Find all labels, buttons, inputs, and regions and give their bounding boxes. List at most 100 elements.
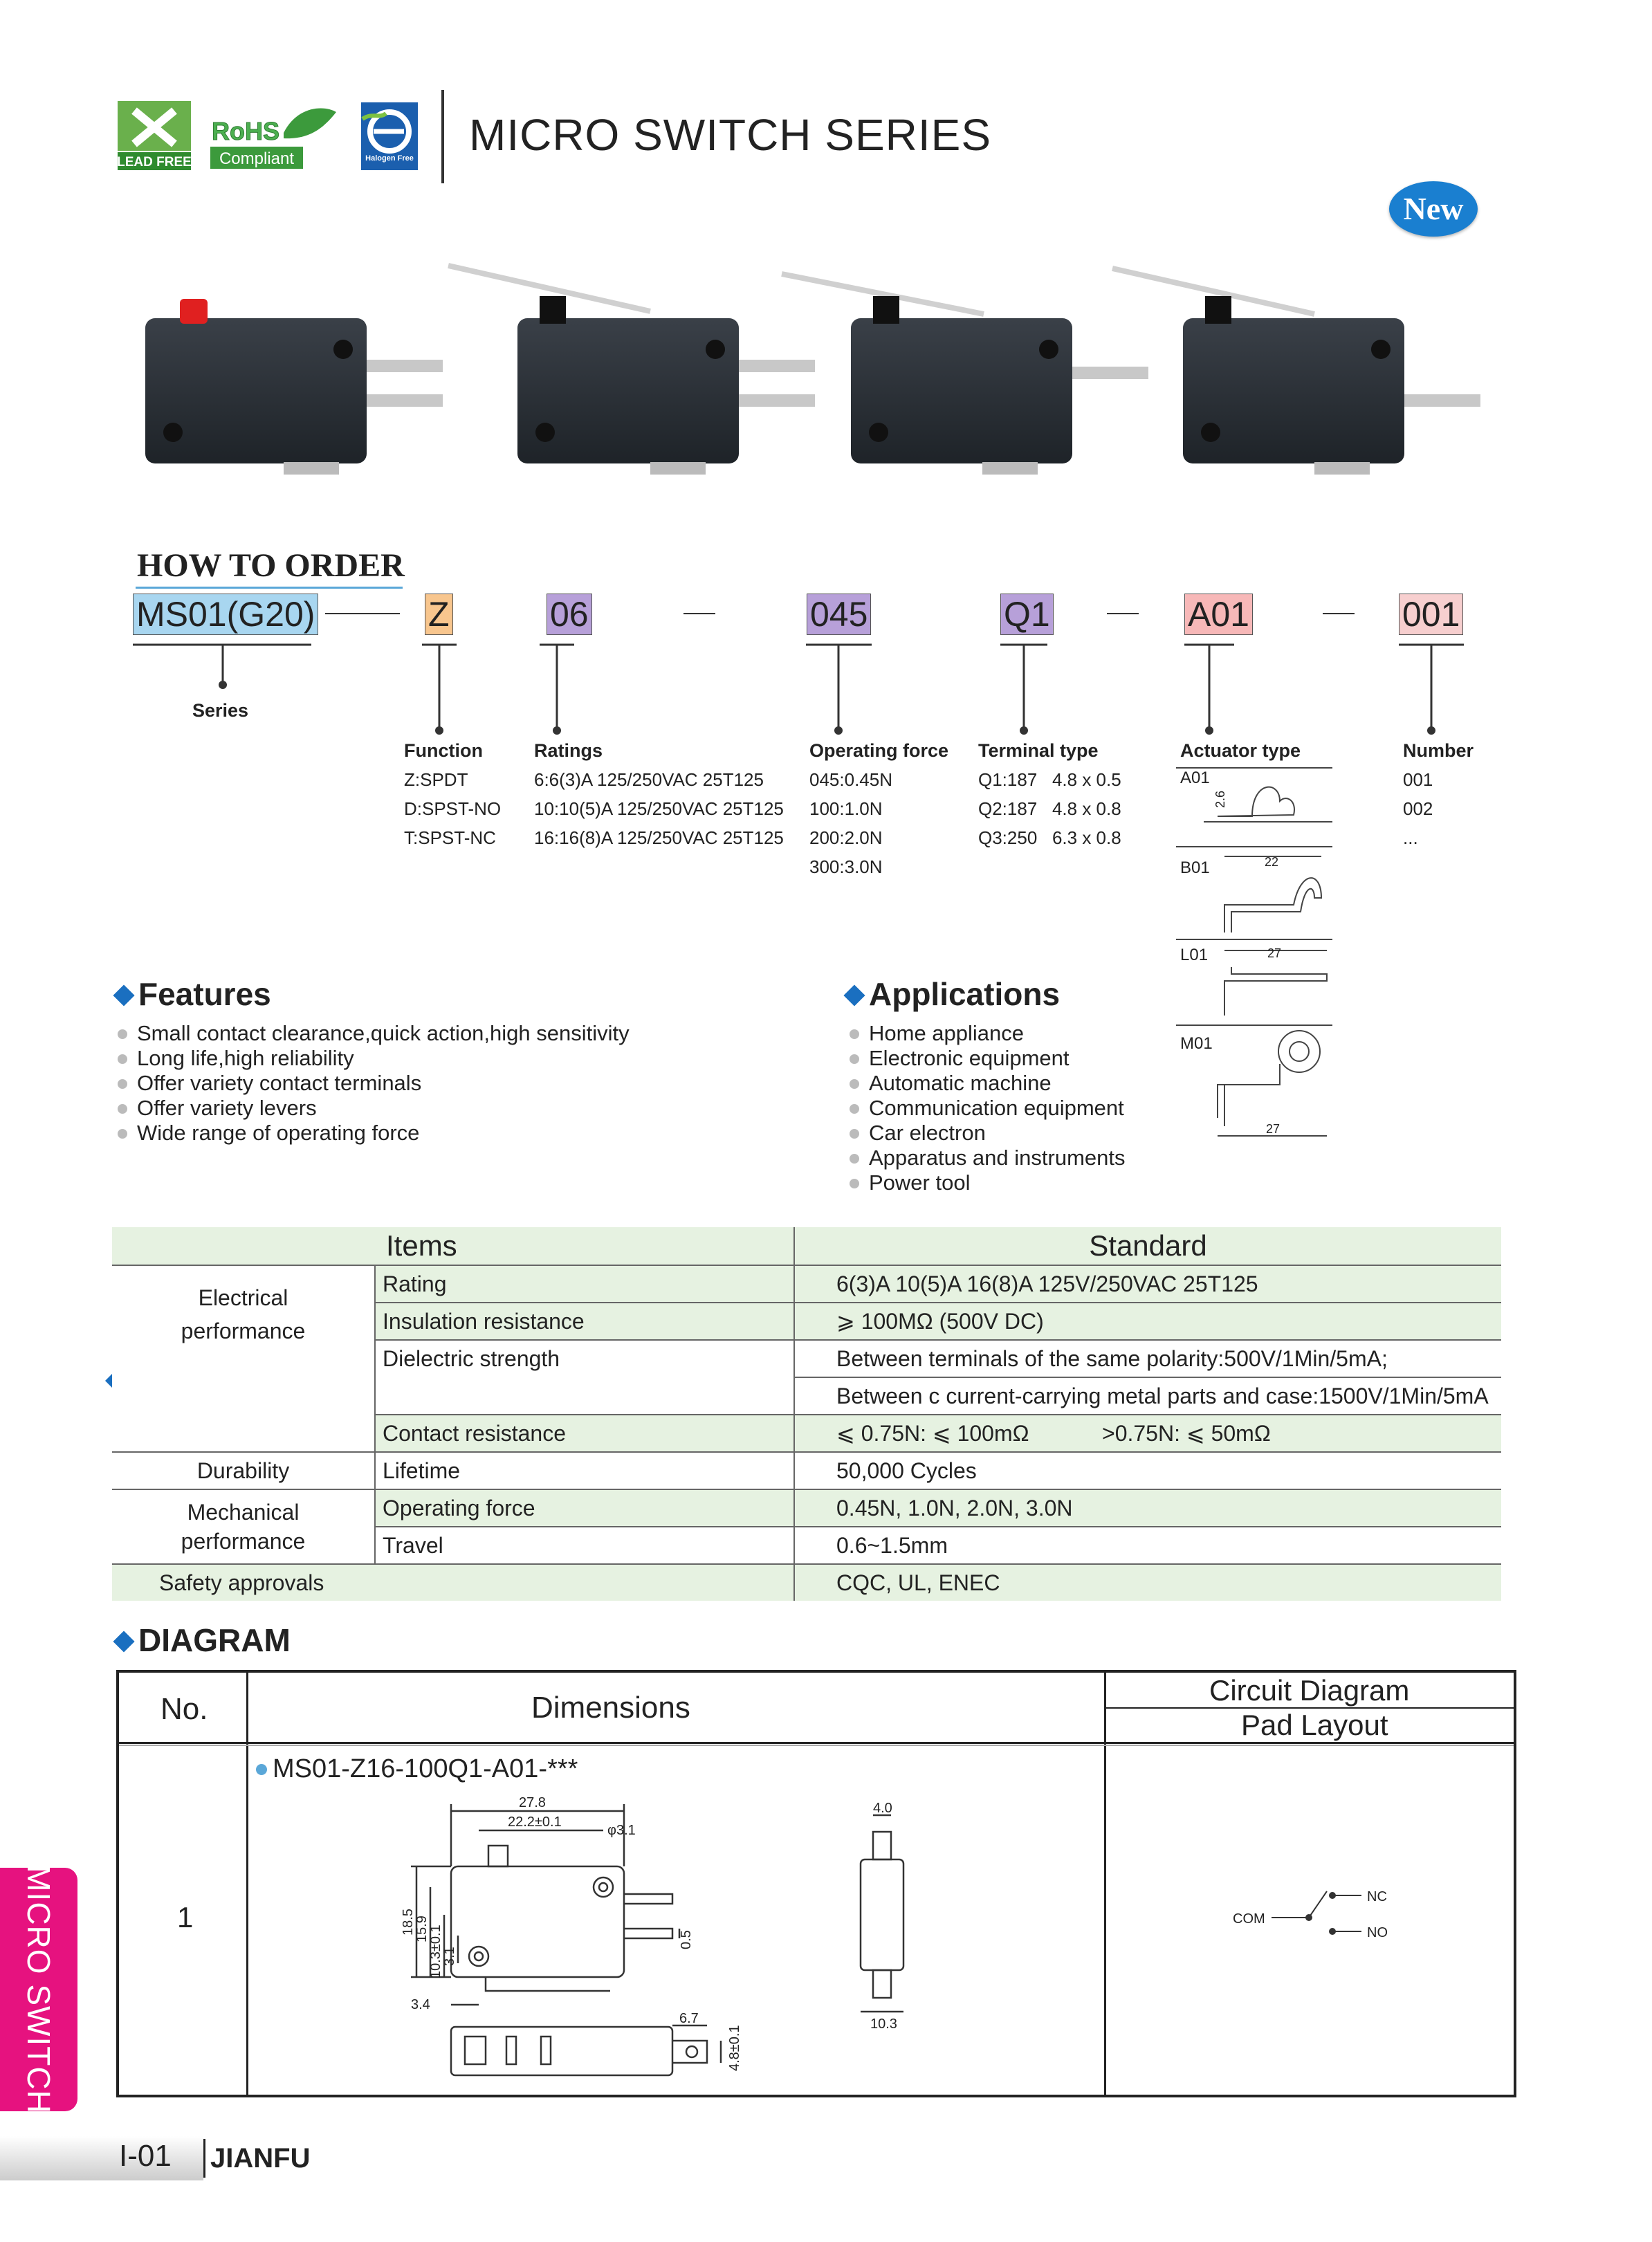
- diagram-col-pad: Pad Layout: [1241, 1709, 1388, 1741]
- product-switch-lever-3: [1112, 266, 1480, 475]
- halogen-free-logo: Halogen Free: [358, 98, 421, 174]
- product-switch-button: [145, 299, 443, 475]
- footer-separator: [203, 2139, 205, 2178]
- spec-group-label: Mechanical performance: [181, 1500, 306, 1554]
- table-row: Electrical performance Rating 6(3)A 10(5…: [112, 1265, 1501, 1453]
- spec-value-part: ⩽ 0.75N: ⩽ 100mΩ: [836, 1421, 1029, 1446]
- spec-value: CQC, UL, ENEC: [836, 1570, 1000, 1595]
- spec-value: Between c current-carrying metal parts a…: [794, 1377, 1501, 1415]
- order-code-operating-force: 045: [807, 594, 872, 635]
- diagram-model-dot: [256, 1764, 267, 1775]
- actuator-code-a01: A01: [1180, 769, 1210, 787]
- dim-label: 0.5: [679, 1930, 694, 1949]
- application-item: Automatic machine: [847, 1071, 1126, 1096]
- dim-label: 4.8±0.1: [727, 2025, 742, 2071]
- diagram-divider: [246, 1673, 248, 2095]
- header-divider: [441, 90, 444, 183]
- footer-brand: JIANFU: [210, 2143, 311, 2174]
- actuator-drawings: A01 B01 L01 M01 2.6 22 27 27: [1176, 767, 1332, 1137]
- how-to-order-title: HOW TO ORDER: [137, 547, 405, 584]
- applications-diamond-icon: [843, 984, 865, 1007]
- spec-group-durability: Durability: [112, 1452, 376, 1490]
- actuator-code-m01: M01: [1180, 1034, 1213, 1053]
- diagram-col-dimensions: Dimensions: [531, 1691, 690, 1725]
- circuit-nc-label: NC: [1367, 1889, 1387, 1904]
- series-label: Series: [192, 700, 249, 721]
- diagram-diamond-icon: [113, 1630, 135, 1653]
- spec-value: 0.45N, 1.0N, 2.0N, 3.0N: [794, 1489, 1501, 1527]
- application-item: Communication equipment: [847, 1096, 1126, 1121]
- side-tab: MICRO SWITCH: [0, 1865, 77, 2114]
- table-row: Dielectric strength Between terminals of…: [112, 1340, 1501, 1415]
- table-row: Safety approvals CQC, UL, ENEC: [112, 1564, 1501, 1601]
- halogen-free-text: Halogen Free: [365, 154, 414, 163]
- dim-label: 22.2±0.1: [508, 1814, 562, 1830]
- spec-group-electrical: Electrical performance: [112, 1265, 376, 1453]
- order-separator: [1323, 613, 1355, 614]
- lead-free-logo: LEAD FREE: [115, 98, 194, 174]
- actuator-type-label: Actuator type: [1180, 740, 1301, 761]
- order-code-ratings: 06: [547, 594, 592, 635]
- application-item: Car electron: [847, 1121, 1126, 1146]
- order-code-terminal: Q1: [1000, 594, 1054, 635]
- table-row: Insulation resistance ⩾ 100MΩ (500V DC): [112, 1303, 1501, 1341]
- features-diamond-icon: [113, 984, 135, 1007]
- order-separator: [1107, 613, 1139, 614]
- order-connectors: [133, 643, 1464, 735]
- order-code-actuator: A01: [1184, 594, 1253, 635]
- diagram-divider: [1105, 1707, 1514, 1709]
- order-separator: [683, 613, 715, 614]
- dim-label: 4.0: [873, 1801, 892, 1816]
- order-code-function: Z: [425, 594, 453, 635]
- table-row: Durability Lifetime 50,000 Cycles: [112, 1452, 1501, 1490]
- dim-label: 3.1: [442, 1947, 457, 1966]
- spec-value: Between terminals of the same polarity:5…: [794, 1340, 1501, 1378]
- spec-value: 6(3)A 10(5)A 16(8)A 125V/250VAC 25T125: [794, 1265, 1501, 1303]
- order-code-number: 001: [1399, 594, 1464, 635]
- actuator-dim-m01: 27: [1266, 1122, 1280, 1136]
- operating-force-option: 100:1.0N: [809, 798, 883, 819]
- page-title: MICRO SWITCH SERIES: [469, 110, 992, 160]
- diagram-title: DIAGRAM: [138, 1622, 291, 1658]
- actuator-code-b01: B01: [1180, 858, 1210, 877]
- operating-force-label: Operating force: [809, 740, 949, 761]
- spec-item: Travel: [375, 1527, 795, 1565]
- order-separator: [325, 613, 400, 614]
- product-switch-lever-1: [448, 263, 815, 475]
- product-photos: [145, 263, 1480, 475]
- number-option: ...: [1403, 827, 1418, 848]
- spec-group-mechanical: Mechanical performance: [112, 1489, 376, 1565]
- ratings-option: 10:10(5)A 125/250VAC 25T125: [534, 798, 784, 819]
- rohs-logo: RoHS Compliant: [208, 98, 339, 174]
- diagram-divider: [119, 1742, 1514, 1744]
- application-item: Electronic equipment: [847, 1046, 1126, 1071]
- rohs-text: RoHS: [212, 117, 279, 145]
- circuit-com-label: COM: [1233, 1911, 1265, 1927]
- operating-force-option: 300:3.0N: [809, 856, 883, 877]
- spec-value: ⩽ 0.75N: ⩽ 100mΩ>0.75N: ⩽ 50mΩ: [794, 1415, 1501, 1453]
- footer-page-number: I-01: [119, 2139, 172, 2173]
- table-row: Travel 0.6~1.5mm: [112, 1527, 1501, 1565]
- rohs-compliant-text: Compliant: [219, 149, 294, 168]
- side-tab-label: MICRO SWITCH: [21, 1865, 57, 2114]
- order-code-series: MS01(G20): [133, 594, 319, 635]
- spec-value: ⩾ 100MΩ (500V DC): [794, 1303, 1501, 1341]
- how-to-order-underline: [136, 587, 403, 589]
- spec-header-row: Items Standard: [112, 1227, 1501, 1266]
- diagram-row-no: 1: [177, 1901, 194, 1933]
- terminal-type-label: Terminal type: [978, 740, 1099, 761]
- dimension-drawing: 27.8 22.2±0.1 φ3.1 18.5 15.9 10.3±0.1 3.…: [401, 1795, 905, 2077]
- spec-group-label: Electrical performance: [181, 1285, 306, 1343]
- function-option: Z:SPDT: [404, 769, 468, 790]
- features-title: Features: [138, 976, 271, 1012]
- terminal-type-option: Q3:250 6.3 x 0.8: [978, 827, 1121, 848]
- applications-list: Home appliance Electronic equipment Auto…: [847, 1021, 1126, 1195]
- feature-item: Small contact clearance,quick action,hig…: [115, 1021, 630, 1046]
- spec-group-safety: Safety approvals: [112, 1564, 795, 1601]
- product-switch-lever-2: [781, 271, 1148, 475]
- circuit-no-label: NO: [1367, 1925, 1388, 1940]
- feature-item: Offer variety contact terminals: [115, 1071, 630, 1096]
- application-item: Home appliance: [847, 1021, 1126, 1046]
- application-item: Power tool: [847, 1170, 1126, 1195]
- table-row: Contact resistance ⩽ 0.75N: ⩽ 100mΩ>0.75…: [112, 1415, 1501, 1453]
